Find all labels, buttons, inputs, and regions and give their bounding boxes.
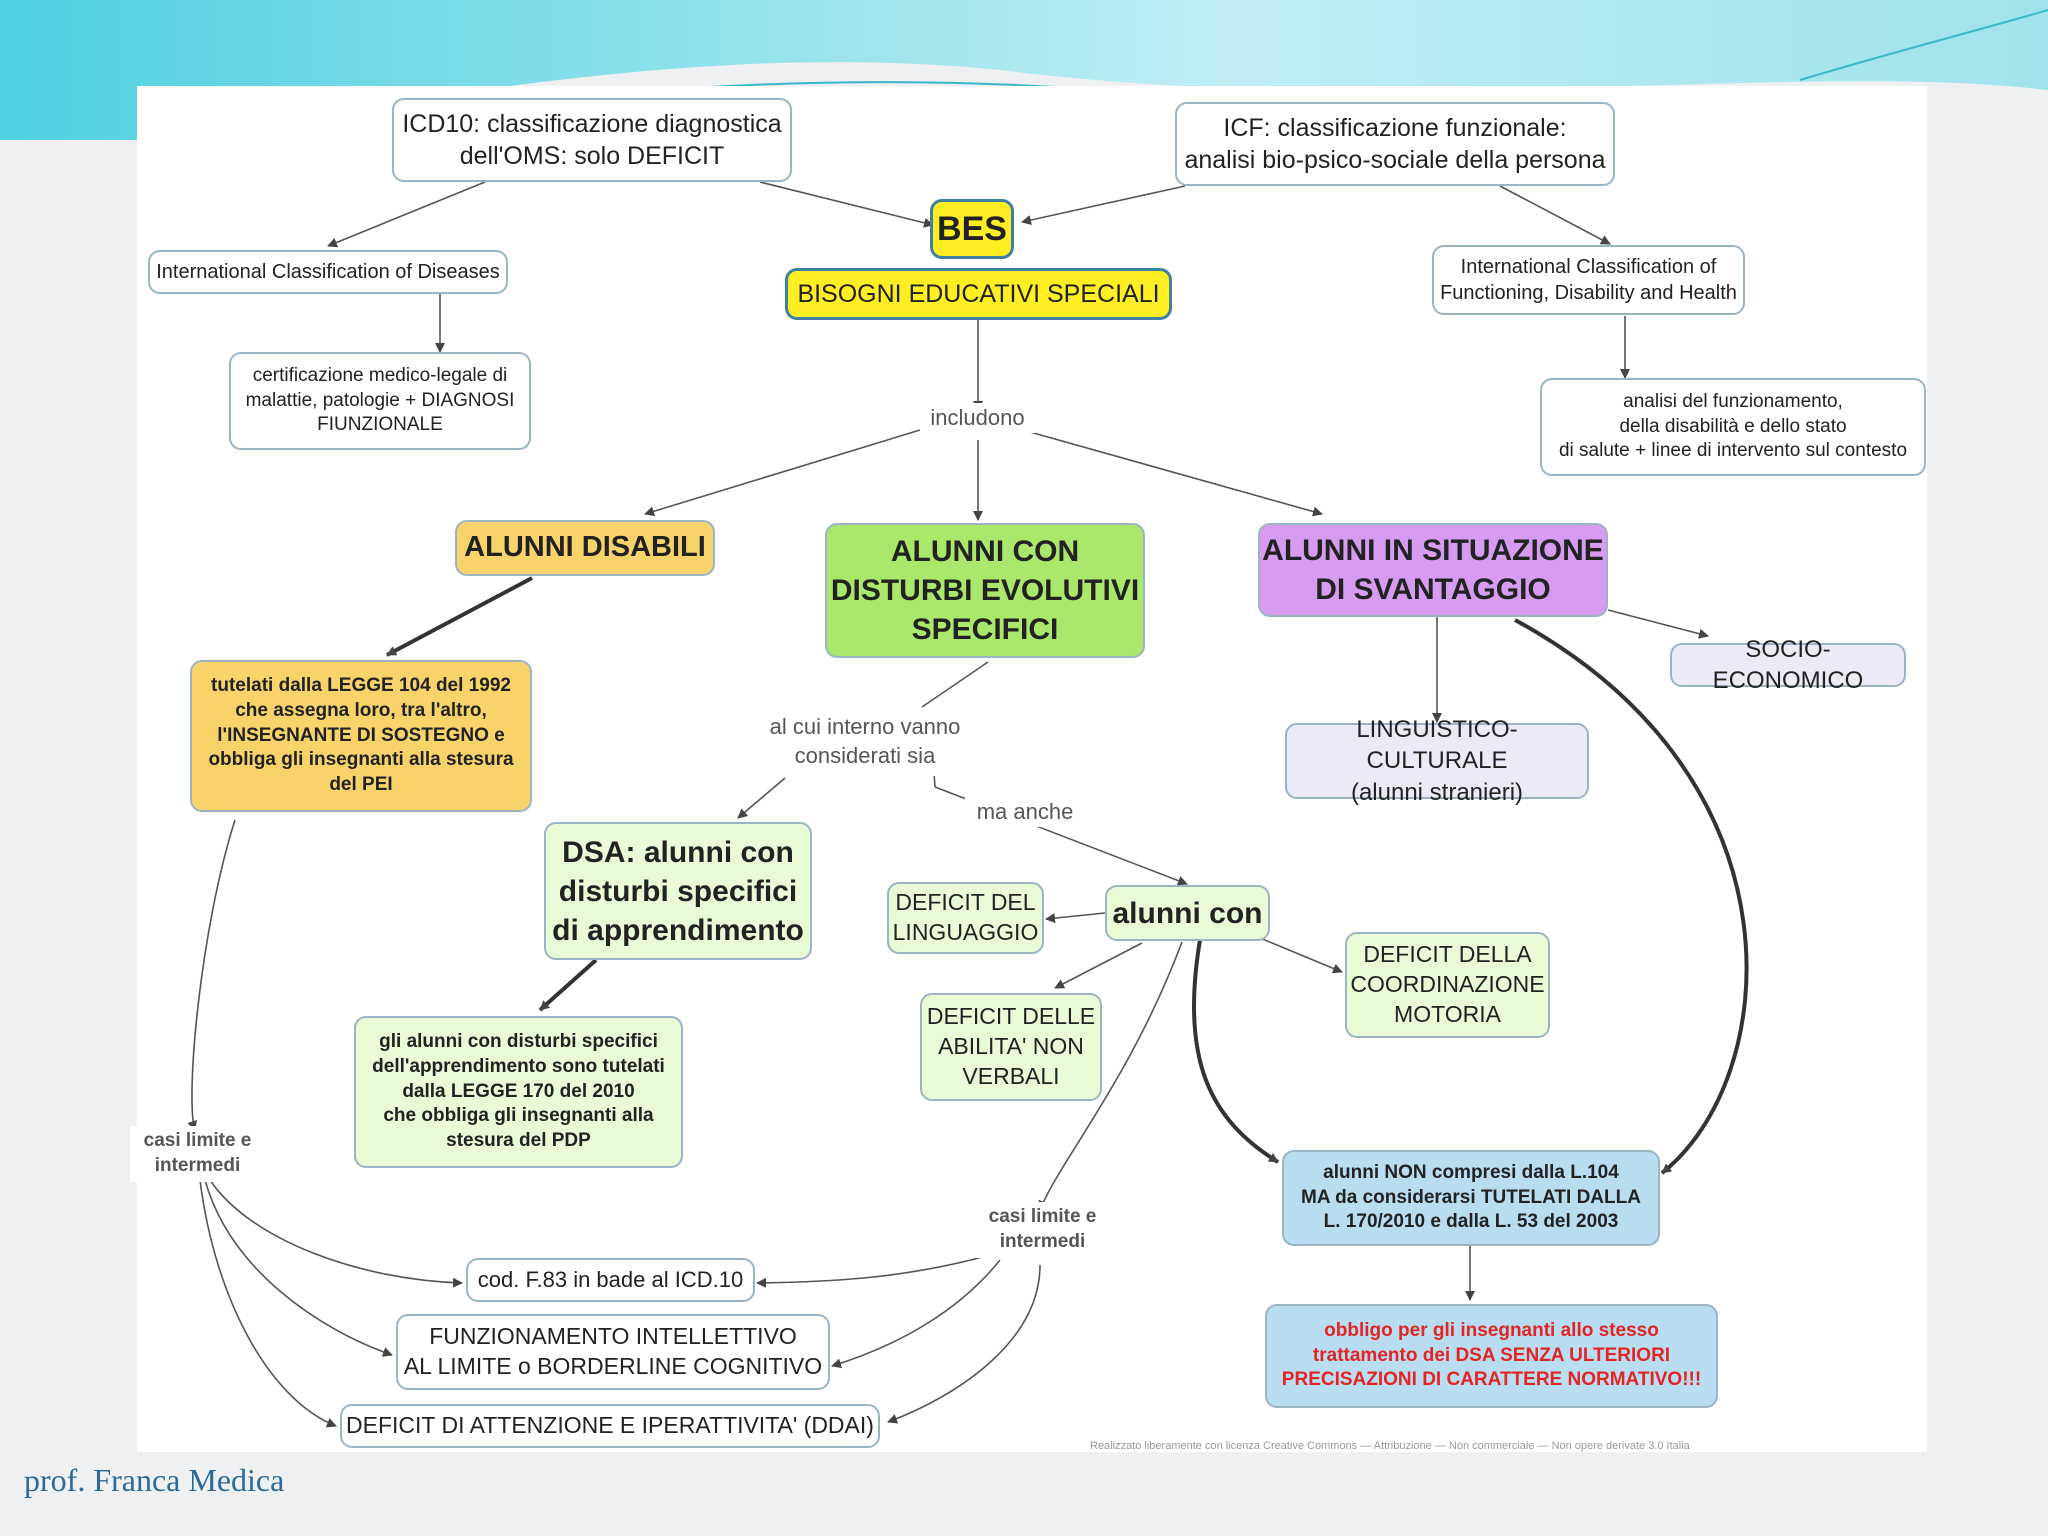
icf-full-node[interactable]: International Classification of Function… bbox=[1432, 245, 1745, 315]
deficit-abilita-text: DEFICIT DELLE ABILITA' NON VERBALI bbox=[926, 1003, 1096, 1089]
casi-limite-right-text: casi limite e intermedi bbox=[988, 1206, 1097, 1252]
funzionamento-text: FUNZIONAMENTO INTELLETTIVO AL LIMITE o B… bbox=[403, 1323, 823, 1379]
alunni-disabili-node[interactable]: ALUNNI DISABILI bbox=[455, 520, 715, 576]
icf-node[interactable]: ICF: classificazione funzionale: analisi… bbox=[1175, 102, 1615, 186]
deficit-coordinazione-node[interactable]: DEFICIT DELLA COORDINAZIONE MOTORIA bbox=[1345, 932, 1550, 1038]
al-cui-interno-text: al cui interno vanno considerati sia bbox=[769, 714, 961, 768]
icf-full-text: International Classification of Function… bbox=[1440, 256, 1737, 304]
deficit-linguaggio-node[interactable]: DEFICIT DEL LINGUAGGIO bbox=[887, 882, 1044, 954]
bes-full-node[interactable]: BISOGNI EDUCATIVI SPECIALI bbox=[785, 268, 1172, 320]
icd-full-text: International Classification of Diseases bbox=[156, 261, 500, 283]
icd10-text: ICD10: classificazione diagnostica dell'… bbox=[402, 109, 782, 171]
cod-f83-node[interactable]: cod. F.83 in bade al ICD.10 bbox=[466, 1258, 755, 1302]
alunni-svantaggio-text: ALUNNI IN SITUAZIONE DI SVANTAGGIO bbox=[1262, 534, 1604, 606]
casi-limite-left-label: casi limite e intermedi bbox=[130, 1126, 265, 1182]
funzionamento-node[interactable]: FUNZIONAMENTO INTELLETTIVO AL LIMITE o B… bbox=[396, 1314, 830, 1390]
casi-limite-right-label: casi limite e intermedi bbox=[975, 1202, 1110, 1258]
linguistico-culturale-text: LINGUISTICO-CULTURALE (alunni stranieri) bbox=[1350, 716, 1524, 806]
tutelati-104-node[interactable]: tutelati dalla LEGGE 104 del 1992 che as… bbox=[190, 660, 532, 812]
bes-node[interactable]: BES bbox=[930, 199, 1014, 259]
alunni-disabili-text: ALUNNI DISABILI bbox=[464, 531, 706, 564]
alunni-con-text: alunni con bbox=[1112, 896, 1263, 930]
bes-text: BES bbox=[937, 209, 1007, 248]
bes-full-text: BISOGNI EDUCATIVI SPECIALI bbox=[797, 279, 1160, 308]
alunni-evolutivi-text: ALUNNI CON DISTURBI EVOLUTIVI SPECIFICI bbox=[830, 535, 1140, 646]
dsa-node[interactable]: DSA: alunni con disturbi specifici di ap… bbox=[544, 822, 812, 960]
certificazione-node[interactable]: certificazione medico-legale di malattie… bbox=[229, 352, 531, 450]
deficit-coordinazione-text: DEFICIT DELLA COORDINAZIONE MOTORIA bbox=[1350, 941, 1545, 1027]
deficit-linguaggio-text: DEFICIT DEL LINGUAGGIO bbox=[892, 889, 1039, 945]
certificazione-text: certificazione medico-legale di malattie… bbox=[245, 364, 515, 436]
cod-f83-text: cod. F.83 in bade al ICD.10 bbox=[477, 1266, 744, 1292]
obbligo-text: obbligo per gli insegnanti allo stesso t… bbox=[1281, 1319, 1702, 1391]
deficit-abilita-node[interactable]: DEFICIT DELLE ABILITA' NON VERBALI bbox=[920, 993, 1102, 1101]
tutelati-104-text: tutelati dalla LEGGE 104 del 1992 che as… bbox=[208, 675, 514, 796]
obbligo-node[interactable]: obbligo per gli insegnanti allo stesso t… bbox=[1265, 1304, 1718, 1408]
casi-limite-left-text: casi limite e intermedi bbox=[143, 1130, 252, 1176]
icd10-node[interactable]: ICD10: classificazione diagnostica dell'… bbox=[392, 98, 792, 182]
socio-economico-text: SOCIO-ECONOMICO bbox=[1712, 635, 1864, 694]
legge-170-node[interactable]: gli alunni con disturbi specifici dell'a… bbox=[354, 1016, 683, 1168]
socio-economico-node[interactable]: SOCIO-ECONOMICO bbox=[1670, 636, 1906, 694]
non-compresi-text: alunni NON compresi dalla L.104 MA da co… bbox=[1301, 1161, 1641, 1233]
license-fine-print: Realizzato liberamente con licenza Creat… bbox=[1090, 1440, 1690, 1452]
legge-170-text: gli alunni con disturbi specifici dell'a… bbox=[372, 1031, 665, 1152]
includono-label: includono bbox=[920, 403, 1035, 433]
icd-full-node[interactable]: International Classification of Diseases bbox=[148, 250, 508, 294]
analisi-node[interactable]: analisi del funzionamento, della disabil… bbox=[1540, 378, 1926, 476]
alunni-con-node[interactable]: alunni con bbox=[1105, 885, 1270, 941]
linguistico-culturale-node[interactable]: LINGUISTICO-CULTURALE (alunni stranieri) bbox=[1285, 716, 1589, 806]
analisi-text: analisi del funzionamento, della disabil… bbox=[1558, 390, 1908, 462]
al-cui-interno-label: al cui interno vanno considerati sia bbox=[755, 708, 975, 776]
ddai-text: DEFICIT DI ATTENZIONE E IPERATTIVITA' (D… bbox=[346, 1412, 874, 1439]
alunni-svantaggio-node[interactable]: ALUNNI IN SITUAZIONE DI SVANTAGGIO bbox=[1258, 523, 1608, 617]
icf-text: ICF: classificazione funzionale: analisi… bbox=[1184, 113, 1606, 175]
ddai-node[interactable]: DEFICIT DI ATTENZIONE E IPERATTIVITA' (D… bbox=[340, 1404, 880, 1448]
ma-anche-text: ma anche bbox=[976, 798, 1074, 824]
ma-anche-label: ma anche bbox=[965, 797, 1085, 827]
author-credit: prof. Franca Medica bbox=[24, 1462, 285, 1498]
alunni-evolutivi-node[interactable]: ALUNNI CON DISTURBI EVOLUTIVI SPECIFICI bbox=[825, 523, 1145, 658]
includono-text: includono bbox=[930, 404, 1025, 430]
dsa-text: DSA: alunni con disturbi specifici di ap… bbox=[552, 835, 804, 947]
non-compresi-node[interactable]: alunni NON compresi dalla L.104 MA da co… bbox=[1282, 1150, 1660, 1246]
